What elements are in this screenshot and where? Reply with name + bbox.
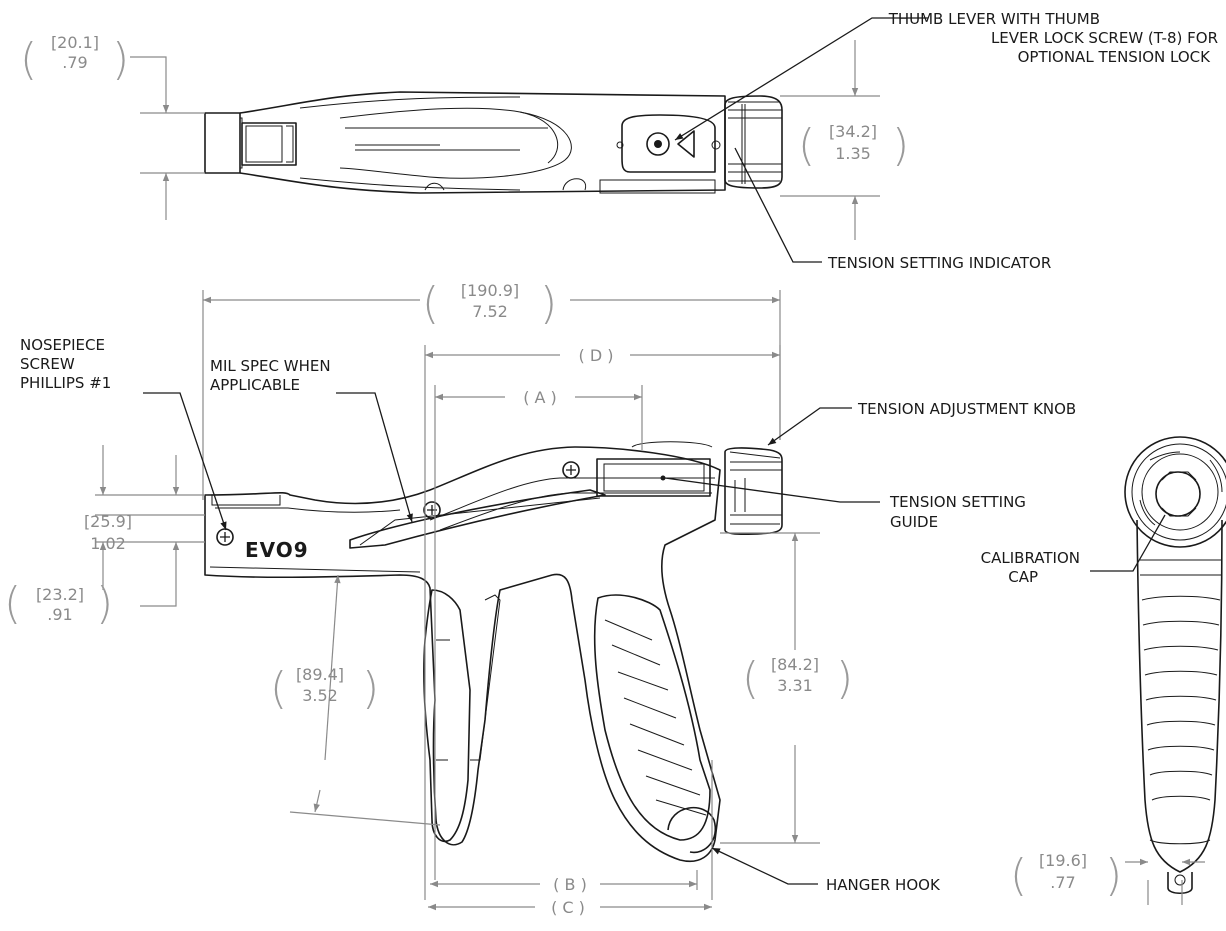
dim-nose-height-mm: [25.9] — [84, 512, 132, 531]
nosepiece-screw-callout: SCREW — [20, 355, 75, 373]
tension-adjustment-knob-callout: TENSION ADJUSTMENT KNOB — [857, 400, 1076, 418]
tension-setting-guide-callout: TENSION SETTING — [889, 493, 1026, 511]
dimension-labels: ( ) [20.1] .79 ( ) [34.2] 1.35 ( ) [190.… — [4, 33, 1122, 917]
evo9-logo: EVO9 — [245, 538, 309, 562]
dim-nose-height-in: 1.02 — [90, 534, 126, 553]
svg-text:(: ( — [20, 34, 37, 85]
dim-trigger-mm: [89.4] — [296, 665, 344, 684]
screw-icon — [562, 461, 580, 479]
dim-top-height-mm: [20.1] — [51, 33, 99, 52]
thumb-lever-callout: OPTIONAL TENSION LOCK — [1018, 48, 1212, 66]
nosepiece-screw-icon — [216, 528, 234, 546]
callout-labels: THUMB LEVER WITH THUMB LEVER LOCK SCREW … — [20, 10, 1218, 894]
svg-text:(: ( — [742, 653, 759, 704]
svg-text:): ) — [836, 653, 853, 704]
thumb-lever-callout: LEVER LOCK SCREW (T-8) FOR — [991, 29, 1218, 47]
dim-overall-length-in: 7.52 — [472, 302, 508, 321]
svg-text:(: ( — [798, 120, 815, 171]
dim-back-width-in: .77 — [1050, 873, 1075, 892]
svg-text:): ) — [96, 578, 113, 629]
dim-nose-drop-in: .91 — [47, 605, 72, 624]
svg-text:): ) — [112, 34, 129, 85]
svg-text:(: ( — [1010, 850, 1027, 901]
calibration-cap-callout: CAP — [1008, 568, 1038, 586]
dim-top-width-mm: [34.2] — [829, 122, 877, 141]
nosepiece-screw-callout: NOSEPIECE — [20, 336, 105, 354]
svg-text:): ) — [1105, 850, 1122, 901]
tension-setting-guide-callout: GUIDE — [890, 513, 938, 531]
dim-back-width-mm: [19.6] — [1039, 851, 1087, 870]
dimension-lines — [95, 40, 1205, 911]
calibration-cap-callout: CALIBRATION — [981, 549, 1080, 567]
dim-label-d: ( D ) — [579, 346, 614, 365]
dim-label-c: ( C ) — [551, 898, 585, 917]
dim-nose-drop-mm: [23.2] — [36, 585, 84, 604]
back-view — [1124, 436, 1226, 895]
dim-top-height-in: .79 — [62, 53, 87, 72]
tension-setting-indicator-callout: TENSION SETTING INDICATOR — [827, 254, 1051, 272]
dim-label-a: ( A ) — [523, 388, 557, 407]
svg-text:(: ( — [4, 578, 21, 629]
svg-text:): ) — [362, 663, 379, 714]
dim-handle-mm: [84.2] — [771, 655, 819, 674]
hanger-hook-callout: HANGER HOOK — [826, 876, 941, 894]
dim-handle-in: 3.31 — [777, 676, 813, 695]
dim-top-width-in: 1.35 — [835, 144, 871, 163]
dim-overall-length-mm: [190.9] — [461, 281, 519, 300]
svg-text:): ) — [892, 120, 909, 171]
thumb-lever-callout: THUMB LEVER WITH THUMB — [888, 10, 1100, 28]
dim-label-b: ( B ) — [553, 875, 587, 894]
dim-trigger-in: 3.52 — [302, 686, 338, 705]
svg-text:(: ( — [422, 278, 439, 329]
nosepiece-screw-callout: PHILLIPS #1 — [20, 374, 111, 392]
mil-spec-callout: MIL SPEC WHEN — [210, 357, 331, 375]
top-view — [204, 91, 783, 194]
svg-text:(: ( — [270, 663, 287, 714]
svg-text:): ) — [540, 278, 557, 329]
mil-spec-callout: APPLICABLE — [210, 376, 300, 394]
leader-lines — [143, 17, 1166, 885]
side-view: EVO9 — [204, 441, 783, 862]
